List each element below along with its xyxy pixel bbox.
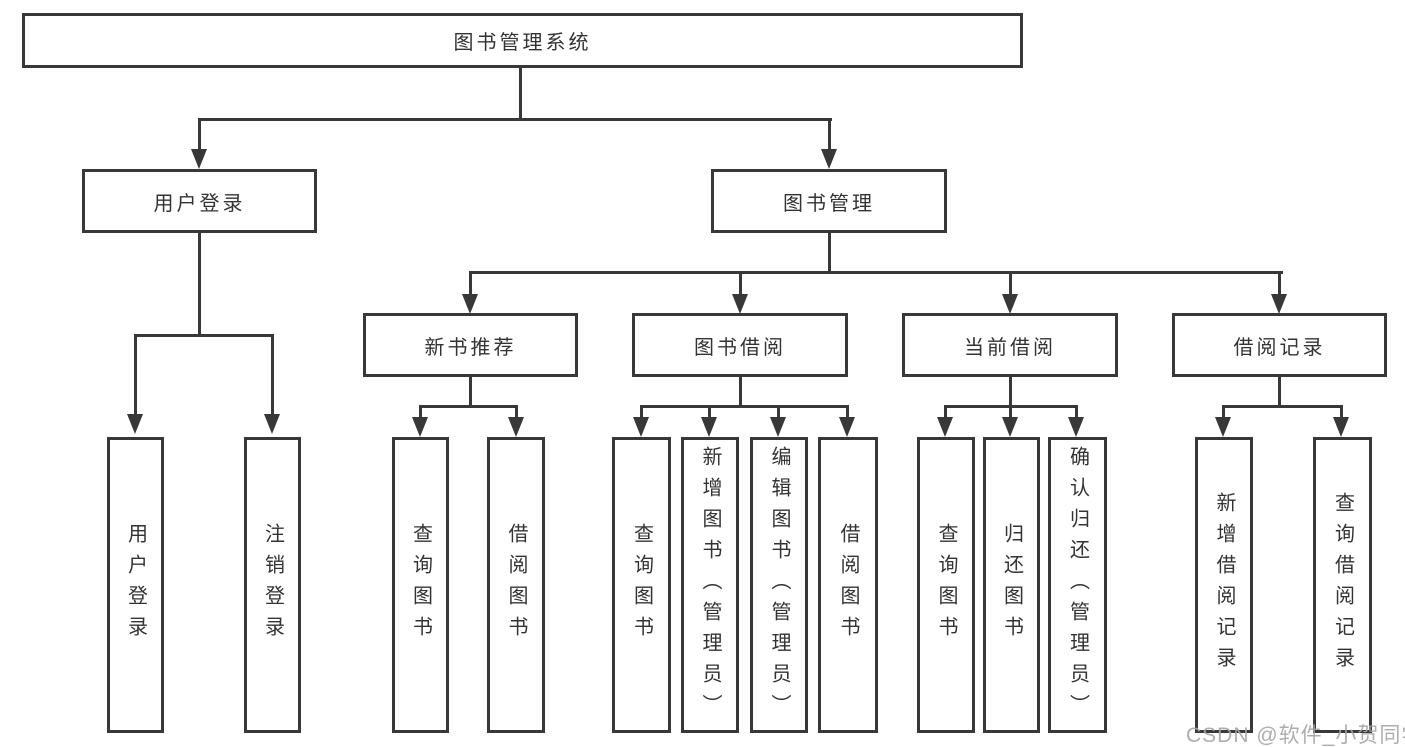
arrowhead-borrow-records	[1271, 294, 1287, 314]
leaf-edit-book-admin-label: 编辑图书（管理员）	[768, 445, 790, 725]
arrowhead-user-login	[191, 149, 207, 169]
leaf-query-borrow-record-label: 查询借阅记录	[1331, 492, 1354, 678]
leaf-query-borrow-record: 查询借阅记录	[1313, 437, 1372, 733]
node-book-borrow: 图书借阅	[632, 313, 848, 377]
node-book-management: 图书管理	[711, 169, 947, 233]
connector-stub-book-borrow	[739, 271, 742, 295]
leaf-borrow-books-label: 借阅图书	[837, 523, 859, 647]
node-borrow-records: 借阅记录	[1172, 313, 1387, 377]
arrowhead-a2	[508, 417, 524, 437]
node-user-login-label: 用户登录	[153, 192, 246, 215]
connector-stub-a1	[419, 405, 422, 419]
arrowhead-b3	[770, 417, 786, 437]
connector-stub-a2	[515, 405, 518, 419]
arrowhead-leaf-login	[127, 414, 143, 434]
node-current-borrow: 当前借阅	[902, 313, 1118, 377]
leaf-return-books-label: 归还图书	[1000, 523, 1023, 647]
connector-stub-c2	[1009, 405, 1012, 419]
connector-newbook-stem	[469, 377, 472, 407]
connector-stub-leaf-login	[134, 334, 137, 415]
leaf-add-borrow-record-label: 新增借阅记录	[1213, 492, 1235, 678]
node-book-management-label: 图书管理	[783, 192, 875, 215]
leaf-newbook-query-books: 查询图书	[392, 437, 449, 733]
arrowhead-b2	[701, 417, 717, 437]
leaf-return-books: 归还图书	[983, 437, 1040, 733]
arrowhead-book-borrow	[732, 294, 748, 314]
connector-stub-b2	[708, 405, 711, 419]
leaf-add-borrow-record: 新增借阅记录	[1195, 437, 1253, 733]
connector-records-stem	[1278, 377, 1281, 407]
connector-user-bar	[134, 334, 274, 337]
connector-bookborrow-stem	[739, 377, 742, 407]
arrowhead-a1	[412, 417, 428, 437]
leaf-borrow-query-books: 查询图书	[612, 437, 671, 733]
arrowhead-c3	[1068, 417, 1084, 437]
connector-user-stem	[198, 233, 201, 335]
connector-newbook-bar	[419, 405, 518, 408]
node-library-system: 图书管理系统	[22, 13, 1023, 68]
connector-mgmt-stem	[828, 233, 831, 273]
leaf-confirm-return-admin-label: 确认归还（管理员）	[1066, 445, 1089, 725]
connector-stub-b4	[846, 405, 849, 419]
leaf-edit-book-admin: 编辑图书（管理员）	[750, 437, 808, 733]
connector-stub-c1	[944, 405, 947, 419]
connector-stub-d1	[1222, 405, 1225, 419]
leaf-logout: 注销登录	[244, 437, 301, 733]
leaf-newbook-borrow-books: 借阅图书	[487, 437, 545, 733]
node-user-login: 用户登录	[82, 169, 317, 233]
leaf-newbook-borrow-books-label: 借阅图书	[505, 523, 527, 647]
connector-stub-b3	[777, 405, 780, 419]
connector-level2-bar	[198, 118, 832, 121]
leaf-newbook-query-books-label: 查询图书	[409, 523, 432, 647]
leaf-confirm-return-admin: 确认归还（管理员）	[1048, 437, 1107, 733]
leaf-borrow-query-books-label: 查询图书	[630, 523, 653, 647]
arrowhead-leaf-logout	[264, 414, 280, 434]
leaf-borrow-books: 借阅图书	[818, 437, 878, 733]
node-borrow-records-label: 借阅记录	[1233, 336, 1326, 359]
arrowhead-b4	[839, 417, 855, 437]
node-library-system-label: 图书管理系统	[453, 32, 592, 54]
arrowhead-book-mgmt	[821, 149, 837, 169]
connector-stub-c3	[1075, 405, 1078, 419]
leaf-user-login-label: 用户登录	[124, 523, 147, 647]
leaf-current-query-books-label: 查询图书	[935, 523, 957, 647]
arrowhead-c1	[937, 417, 953, 437]
csdn-watermark: CSDN @软件_小贺同学	[1186, 724, 1405, 747]
arrowhead-current-borrow	[1002, 294, 1018, 314]
leaf-add-book-admin: 新增图书（管理员）	[681, 437, 739, 733]
arrowhead-b1	[633, 417, 649, 437]
connector-stub-new-book	[469, 271, 472, 295]
leaf-logout-label: 注销登录	[261, 523, 284, 647]
leaf-user-login: 用户登录	[107, 437, 164, 733]
connector-stub-current-borrow	[1009, 271, 1012, 295]
connector-stub-d2	[1340, 405, 1343, 419]
node-new-book-recommend: 新书推荐	[363, 313, 578, 377]
connector-stub-book-mgmt	[828, 118, 831, 151]
arrowhead-d2	[1333, 417, 1349, 437]
leaf-current-query-books: 查询图书	[917, 437, 975, 733]
node-new-book-recommend-label: 新书推荐	[424, 336, 517, 359]
connector-currentborrow-stem	[1009, 377, 1012, 407]
leaf-add-book-admin-label: 新增图书（管理员）	[699, 445, 721, 725]
connector-stub-user-login	[198, 118, 201, 151]
node-current-borrow-label: 当前借阅	[964, 336, 1056, 359]
connector-bookborrow-bar	[640, 405, 849, 408]
arrowhead-d1	[1215, 417, 1231, 437]
connector-root-stem	[519, 68, 522, 119]
arrowhead-new-book	[462, 294, 478, 314]
connector-stub-leaf-logout	[271, 334, 274, 415]
arrowhead-c2	[1002, 417, 1018, 437]
connector-stub-b1	[640, 405, 643, 419]
connector-records-bar	[1222, 405, 1342, 408]
connector-stub-borrow-records	[1278, 271, 1281, 295]
connector-level3-bar	[469, 271, 1283, 274]
node-book-borrow-label: 图书借阅	[694, 336, 786, 359]
